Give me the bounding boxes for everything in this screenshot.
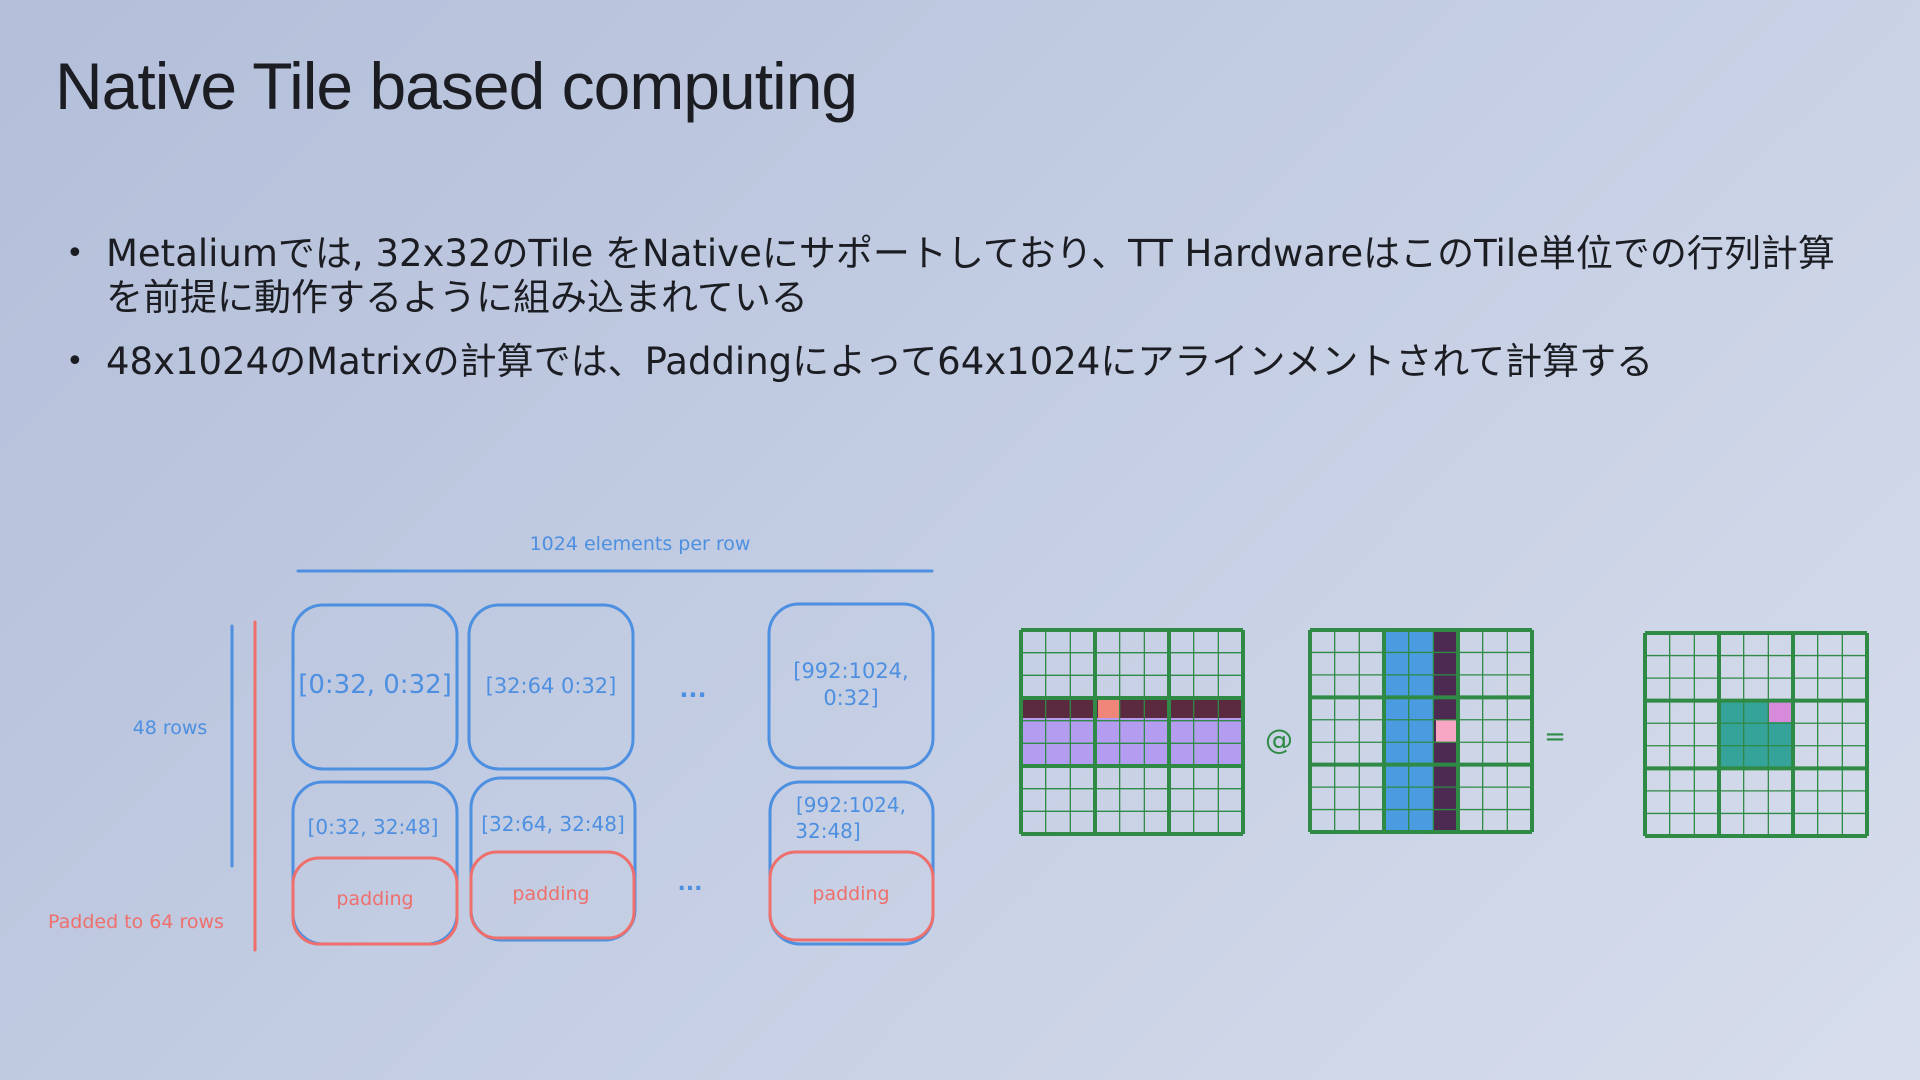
tile-bottom-2: [469, 776, 637, 942]
padding-2-label: padding: [512, 883, 589, 905]
tile-bottom-1: [291, 780, 459, 946]
matrix-b-grid: [1308, 628, 1534, 834]
tile-top-1-label: [0:32, 0:32]: [298, 670, 452, 700]
matrix-b-pink-cell: [1436, 720, 1458, 742]
padded-label: Padded to 64 rows: [48, 911, 224, 933]
padding-1-label: padding: [336, 888, 413, 910]
tile-top-last-label-line1: [992:1024,: [793, 659, 908, 683]
matrix-c: [1643, 631, 1869, 838]
matmul-operator: @: [1265, 723, 1293, 756]
tile-top-2: [467, 603, 635, 771]
rows-label: 48 rows: [133, 717, 208, 739]
bullet-list: • Metaliumでは, 32x32のTile をNativeにサポートしてお…: [66, 232, 1846, 404]
padding-last-label: padding: [812, 883, 889, 905]
row-width-label: 1024 elements per row: [530, 533, 751, 555]
matmul-diagram: @ =: [1019, 628, 1869, 838]
tile-top-last-label-line2: 0:32]: [823, 686, 878, 710]
bullet-item: • 48x1024のMatrixの計算では、Paddingによって64x1024…: [66, 340, 1846, 384]
matrix-a-dark-row: [1021, 698, 1243, 718]
tile-bottom-last-label-line2: 32:48]: [795, 819, 860, 843]
bullet-dot: •: [66, 236, 84, 271]
bullet-dot: •: [66, 344, 84, 379]
slide-title: Native Tile based computing: [55, 49, 858, 123]
matrix-a-salmon-cell: [1098, 698, 1120, 718]
tile-bottom-2-label: [32:64, 32:48]: [481, 812, 625, 836]
matrix-a-grid: [1019, 628, 1245, 836]
ellipsis-bottom: ...: [677, 871, 702, 896]
equals-operator: =: [1544, 722, 1566, 752]
padding-last: [768, 850, 935, 942]
tile-top-2-label: [32:64 0:32]: [486, 674, 617, 698]
bullet-text: Metaliumでは, 32x32のTile をNativeにサポートしており、…: [106, 232, 1835, 319]
bullet-item: • Metaliumでは, 32x32のTile をNativeにサポートしてお…: [66, 232, 1846, 320]
tile-top-1: [291, 603, 459, 771]
matrix-c-grid: [1643, 631, 1869, 838]
matrix-b: [1308, 628, 1534, 834]
matrix-b-blue-cols: [1386, 630, 1434, 832]
ellipsis-top: ...: [679, 675, 706, 703]
matrix-c-magenta-cell: [1769, 702, 1791, 722]
bullet-text: 48x1024のMatrixの計算では、Paddingによって64x1024にア…: [106, 340, 1654, 383]
tile-bottom-last-label-line1: [992:1024,: [796, 793, 906, 817]
tile-top-last: [767, 602, 935, 770]
tile-bottom-1-label: [0:32, 32:48]: [308, 815, 439, 839]
matrix-a-purple-rows: [1021, 718, 1243, 764]
matrix-a: [1019, 628, 1245, 836]
padding-1: [291, 856, 459, 946]
padding-2: [469, 850, 636, 940]
tile-diagram: 1024 elements per row 48 rows Padded to …: [48, 533, 935, 952]
tile-bottom-last: [768, 780, 935, 946]
